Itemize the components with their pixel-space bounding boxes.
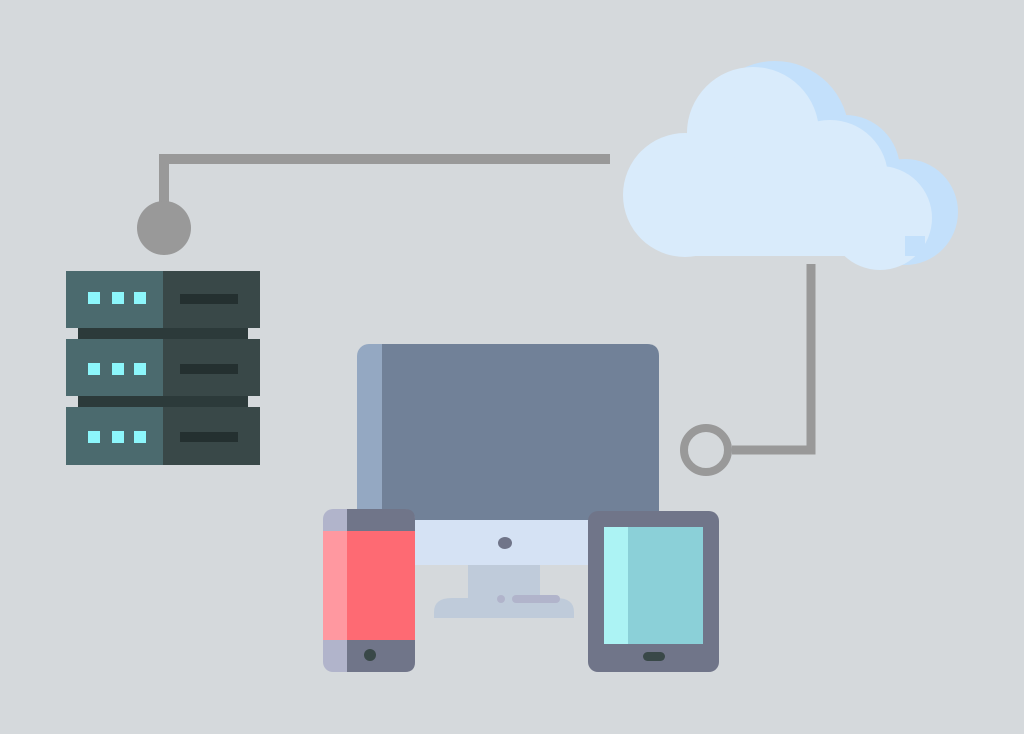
phone-home-button — [364, 649, 376, 661]
monitor-power-button — [498, 537, 512, 549]
desktop-monitor-icon — [357, 344, 659, 618]
cloud-icon — [623, 61, 958, 270]
smartphone-icon — [323, 509, 415, 672]
server-cloud-connector — [137, 154, 610, 255]
connector-node-filled-icon — [137, 201, 191, 255]
server-unit — [66, 339, 260, 396]
server-unit — [66, 271, 260, 328]
cloud-devices-connector — [680, 264, 816, 476]
tablet-home-button — [643, 652, 665, 661]
server-unit — [66, 407, 260, 465]
server-rack-icon — [66, 271, 260, 465]
tablet-icon — [588, 511, 719, 672]
connector-node-ring-icon — [680, 424, 732, 476]
